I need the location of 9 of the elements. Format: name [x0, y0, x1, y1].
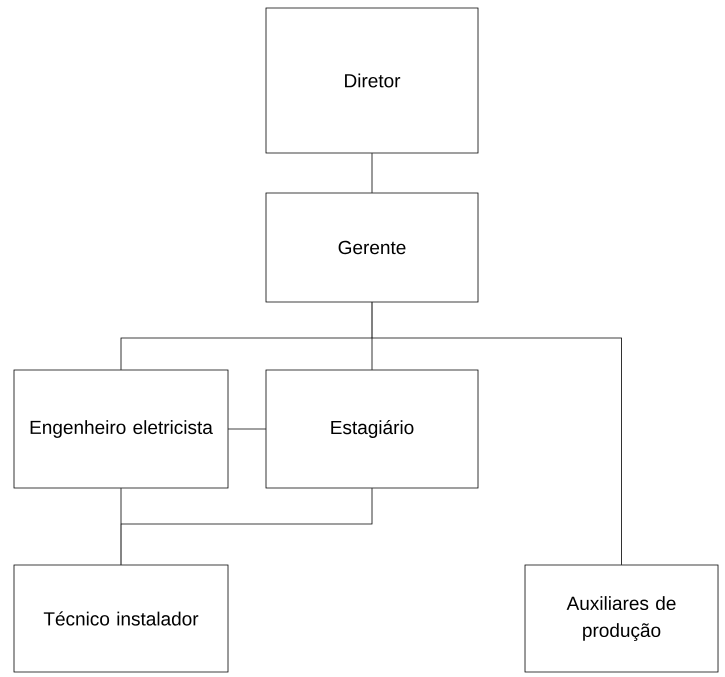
role-box: Auxiliares de produção: [524, 564, 718, 672]
connector-line: [120, 488, 372, 565]
connector-line: [372, 302, 622, 565]
role-box: Técnico instalador: [14, 564, 228, 672]
role-box: Diretor: [266, 8, 478, 154]
role-box: Engenheiro eletricista: [14, 370, 228, 488]
role-box: Estagiário: [266, 370, 478, 488]
connector-line: [228, 428, 266, 430]
role-box: Gerente: [266, 192, 478, 302]
